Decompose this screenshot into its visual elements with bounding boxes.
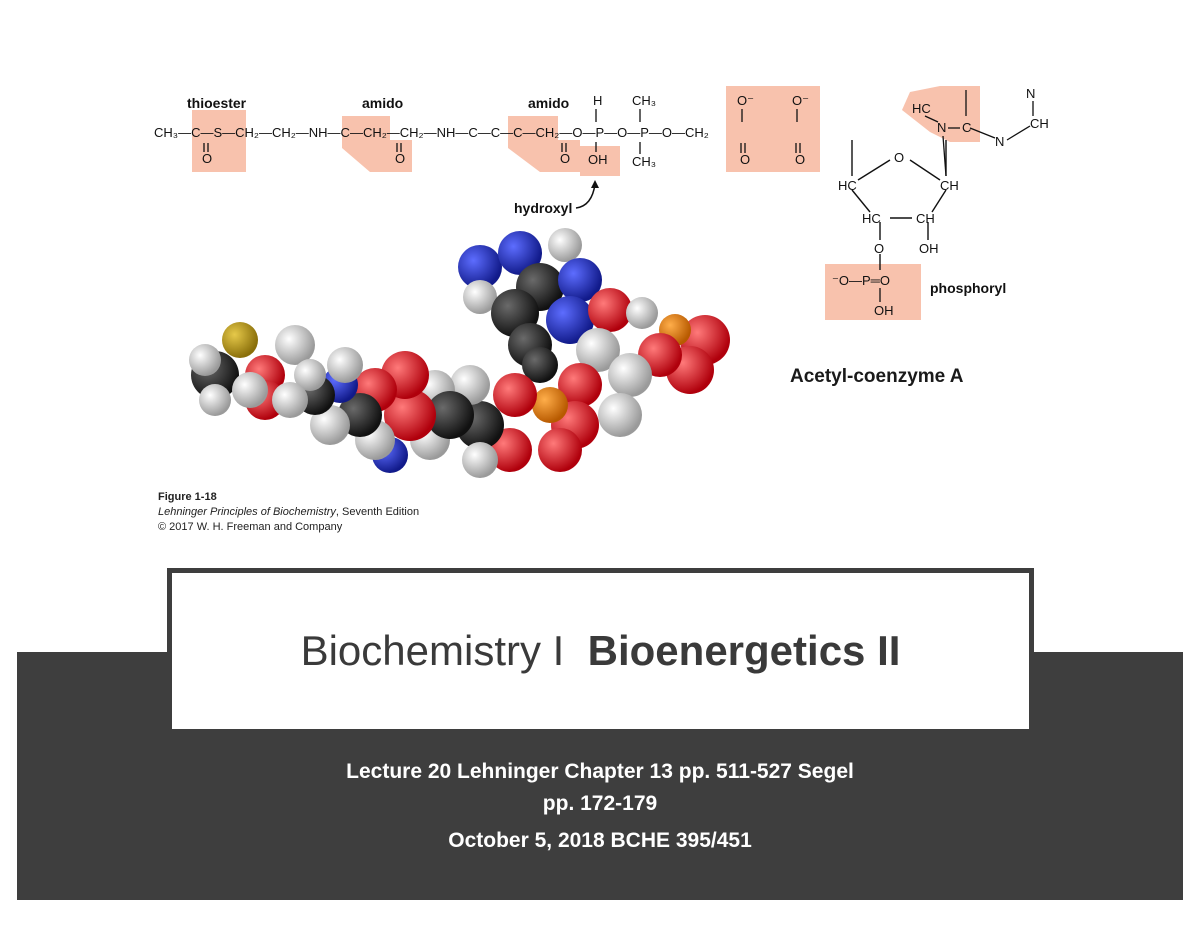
- svg-text:CH₃—C—S—CH₂—CH₂—NH—C—CH₂—CH₂—N: CH₃—C—S—CH₂—CH₂—NH—C—CH₂—CH₂—NH—C—C—C—CH…: [154, 125, 709, 140]
- book-edition: , Seventh Edition: [335, 506, 420, 518]
- subtitle-line-3: October 5, 2018 BCHE 395/451: [448, 829, 752, 852]
- title-box: Biochemistry I Bioenergetics II: [167, 568, 1034, 734]
- svg-text:OH: OH: [919, 241, 939, 256]
- double-bond-lines: [203, 109, 801, 154]
- svg-text:HC: HC: [862, 211, 881, 226]
- svg-text:HC: HC: [912, 101, 931, 116]
- main-chain-atoms: CH₃—C—S—CH₂—CH₂—NH—C—CH₂—CH₂—NH—C—C—C—CH…: [154, 93, 809, 169]
- svg-text:⁻O—P═O: ⁻O—P═O: [832, 273, 890, 288]
- thioester-label: thioester: [187, 95, 247, 111]
- svg-text:N: N: [937, 120, 946, 135]
- copyright-line: © 2017 W. H. Freeman and Company: [158, 521, 343, 533]
- svg-text:CH₃: CH₃: [632, 154, 656, 169]
- figure-number: Figure 1-18: [158, 491, 217, 503]
- svg-text:O⁻: O⁻: [737, 93, 754, 108]
- svg-text:N: N: [995, 134, 1004, 149]
- title-bold: Bioenergetics II: [587, 627, 901, 674]
- adenine-bonds: [924, 90, 1034, 177]
- figure-title: Acetyl-coenzyme A: [790, 366, 964, 387]
- svg-text:O: O: [894, 150, 904, 165]
- svg-text:O: O: [560, 151, 570, 166]
- svg-text:OH: OH: [874, 303, 894, 318]
- ribose-atoms: O HC CH HC CH O OH ⁻O—P═O OH: [832, 150, 959, 318]
- svg-text:N: N: [1026, 86, 1035, 101]
- svg-text:O: O: [202, 151, 212, 166]
- hydroxyl-label: hydroxyl: [514, 200, 572, 216]
- svg-text:O: O: [395, 151, 405, 166]
- svg-text:O⁻: O⁻: [792, 93, 809, 108]
- functional-group-highlights: [192, 86, 980, 320]
- figure-caption: Figure 1-18 Lehninger Principles of Bioc…: [158, 490, 419, 535]
- svg-text:C: C: [962, 120, 971, 135]
- svg-text:CH₃: CH₃: [632, 93, 656, 108]
- svg-text:H: H: [593, 93, 602, 108]
- subtitle-line-2: pp. 172-179: [542, 792, 658, 815]
- amido-label-1: amido: [362, 95, 403, 111]
- space-filling-model: [189, 228, 730, 478]
- svg-text:CH: CH: [916, 211, 935, 226]
- adenine-atoms: HC N C N CH N: [912, 86, 1049, 149]
- book-title: Lehninger Principles of Biochemistry: [158, 506, 336, 518]
- svg-text:O: O: [795, 152, 805, 167]
- amido-label-2: amido: [528, 95, 569, 111]
- svg-text:O: O: [874, 241, 884, 256]
- title-regular: Biochemistry I: [300, 627, 588, 674]
- svg-text:CH: CH: [1030, 116, 1049, 131]
- svg-text:O: O: [740, 152, 750, 167]
- svg-text:CH: CH: [940, 178, 959, 193]
- acetyl-coa-structure-diagram: thioester amido amido hydroxyl phosphory…: [154, 86, 1049, 320]
- subtitle-line-1: Lecture 20 Lehninger Chapter 13 pp. 511-…: [346, 760, 854, 783]
- svg-text:OH: OH: [588, 152, 608, 167]
- model-atoms: [189, 228, 730, 478]
- svg-text:HC: HC: [838, 178, 857, 193]
- phosphoryl-label: phosphoryl: [930, 280, 1006, 296]
